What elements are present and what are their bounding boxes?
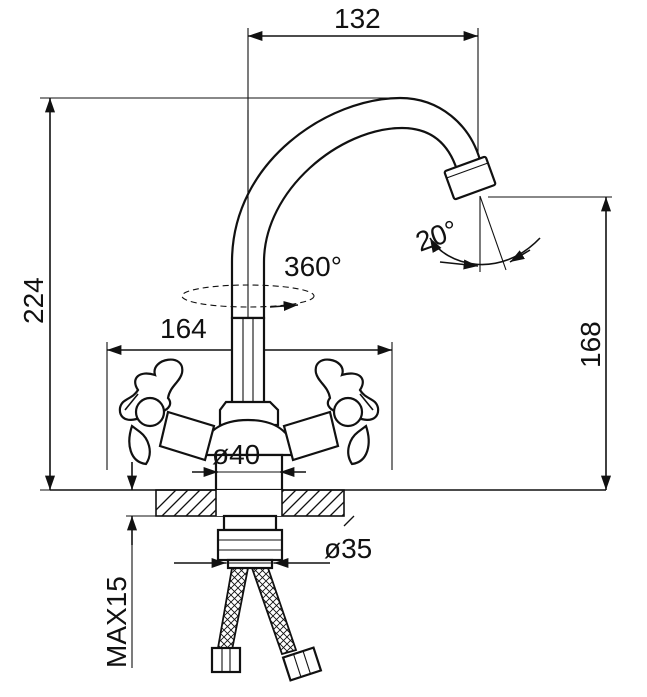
supply-hoses xyxy=(210,567,323,682)
body-nut xyxy=(218,400,280,427)
spout-body xyxy=(230,316,266,406)
mounting-nut xyxy=(216,528,284,562)
hatch-line xyxy=(281,489,309,517)
hatch-line xyxy=(305,489,333,517)
right-handle xyxy=(282,358,380,466)
dimension-max-deck: MAX15 xyxy=(101,462,156,668)
dim-label-164: 164 xyxy=(160,313,207,344)
hatch-line xyxy=(317,489,345,517)
dimension-base-diameter: ø40 xyxy=(192,439,306,478)
dim-label-132: 132 xyxy=(334,3,381,34)
hatch-line xyxy=(343,515,355,527)
dim-label-d35: ø35 xyxy=(324,533,372,564)
left-hose xyxy=(216,567,250,652)
dim-label-d40: ø40 xyxy=(212,439,260,470)
hatch-line xyxy=(293,489,321,517)
dim-label-20: 20° xyxy=(411,214,461,258)
hatch-line xyxy=(173,489,201,517)
left-handle-cap xyxy=(134,396,166,428)
hatch-line xyxy=(155,489,177,511)
aerator xyxy=(443,155,497,201)
dimension-overall-height: 224 xyxy=(18,97,400,491)
left-hose-nut xyxy=(210,646,242,674)
dim-label-168: 168 xyxy=(575,321,606,368)
left-handle xyxy=(118,358,216,466)
dimension-spout-height: 168 xyxy=(488,196,612,490)
right-handle-cap xyxy=(332,396,364,428)
swivel-indicator: 360° xyxy=(181,251,342,312)
dim-label-224: 224 xyxy=(18,277,49,324)
aerator-angle-indicator: 20° xyxy=(411,195,541,272)
left-handle-stem xyxy=(158,410,216,462)
left-handle-lever xyxy=(128,424,151,466)
right-hose-nut xyxy=(281,646,323,682)
right-handle-lever xyxy=(347,424,370,466)
dim-label-max15: MAX15 xyxy=(101,576,132,668)
hatch-line xyxy=(341,513,345,517)
swivel-ellipse xyxy=(181,284,315,308)
hatch-line xyxy=(161,489,189,517)
right-hose xyxy=(250,567,298,656)
right-handle-stem xyxy=(282,410,340,462)
dim-label-360: 360° xyxy=(284,251,342,282)
dimension-mount-hole: ø35 xyxy=(174,533,372,569)
mounting-shank xyxy=(216,514,284,570)
hatch-line xyxy=(329,501,345,517)
spout-pipe xyxy=(230,96,482,320)
hatch-line xyxy=(185,489,213,517)
mounting-deck xyxy=(155,489,355,527)
spout xyxy=(230,96,497,406)
